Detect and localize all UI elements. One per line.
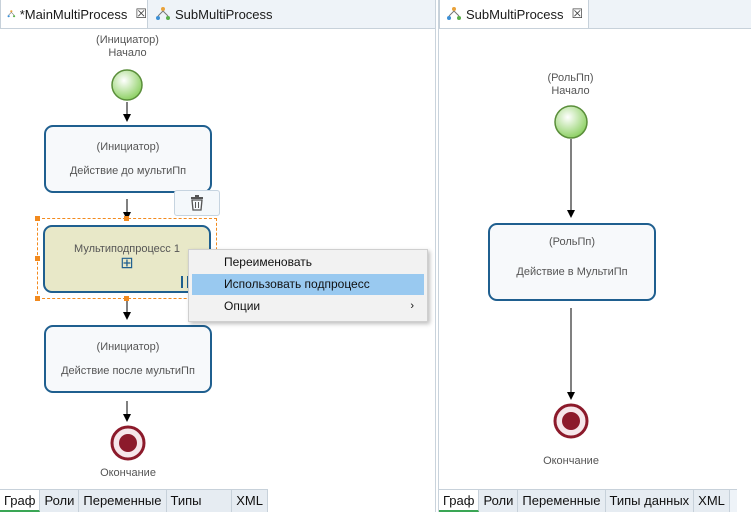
task-in-multi[interactable]: (РольПп) Действие в МультиПп <box>488 223 656 301</box>
tab-variables[interactable]: Переменные <box>79 490 167 512</box>
tab-variables[interactable]: Переменные <box>518 490 606 512</box>
node-role: (Инициатор) <box>96 141 160 153</box>
menu-item-use-subprocess[interactable]: Использовать подпроцесс <box>192 274 424 295</box>
start-event-label: (РольПп)Начало <box>547 72 594 97</box>
tab-label: SubMultiProcess <box>466 6 564 22</box>
close-icon[interactable]: ☒ <box>571 6 584 21</box>
tab-label: *MainMultiProcess <box>19 6 128 22</box>
tab-xml[interactable]: XML <box>694 490 730 512</box>
tab-main-multi-process[interactable]: *MainMultiProcess ☒ <box>0 0 148 28</box>
right-bottom-tabs: Граф Роли Переменные Типы данных XML <box>439 489 737 512</box>
process-icon <box>156 7 170 20</box>
node-role: (РольПп) <box>548 236 596 248</box>
left-tab-bar: *MainMultiProcess ☒ SubMultiProcess <box>0 0 435 29</box>
left-bottom-tabs: Граф Роли Переменные Типы данных XML <box>0 489 268 512</box>
node-label: Действие до мультиПп <box>69 165 187 177</box>
resize-handle[interactable] <box>35 216 40 221</box>
trash-icon <box>191 195 203 211</box>
context-menu: Переименовать Использовать подпроцесс Оп… <box>188 249 428 322</box>
end-event-label: Окончание <box>100 467 156 479</box>
menu-item-rename[interactable]: Переименовать <box>224 255 312 269</box>
menu-item-options[interactable]: Опции › <box>192 296 424 317</box>
right-tab-bar: SubMultiProcess ☒ <box>439 0 751 29</box>
resize-handle[interactable] <box>35 256 40 261</box>
process-icon <box>447 7 461 20</box>
end-event-label: Окончание <box>543 455 599 467</box>
flow-connectors <box>567 139 575 400</box>
delete-button[interactable] <box>174 190 220 216</box>
tab-graph[interactable]: Граф <box>439 490 480 512</box>
tab-data-types[interactable]: Типы данных <box>605 490 695 512</box>
multi-subprocess-node[interactable]: Мультиподпроцесс 1 ⊞ <box>43 225 211 293</box>
end-event[interactable] <box>110 425 146 461</box>
tab-data-types[interactable]: Типы данных <box>166 490 233 512</box>
task-before-multi[interactable]: (Инициатор) Действие до мультиПп <box>44 125 212 193</box>
tab-graph[interactable]: Граф <box>0 490 41 512</box>
node-label: Мультиподпроцесс 1 <box>74 243 180 255</box>
resize-handle[interactable] <box>124 216 129 221</box>
start-event[interactable] <box>553 104 589 140</box>
node-role: (Инициатор) <box>96 341 160 353</box>
tab-xml[interactable]: XML <box>232 490 268 512</box>
expand-icon[interactable]: ⊞ <box>120 255 134 272</box>
end-event[interactable] <box>553 403 589 439</box>
start-event-label: (Инициатор)Начало <box>96 34 159 59</box>
task-after-multi[interactable]: (Инициатор) Действие после мультиПп <box>44 325 212 393</box>
process-icon <box>7 10 16 18</box>
tab-sub-multi-process[interactable]: SubMultiProcess ☒ <box>439 0 589 28</box>
tab-sub-multi-process[interactable]: SubMultiProcess <box>149 0 279 28</box>
resize-handle[interactable] <box>35 296 40 301</box>
tab-label: SubMultiProcess <box>175 6 273 22</box>
node-label: Действие в МультиПп <box>516 266 628 278</box>
tab-roles[interactable]: Роли <box>479 490 519 512</box>
resize-handle[interactable] <box>124 296 129 301</box>
tab-roles[interactable]: Роли <box>40 490 80 512</box>
close-icon[interactable]: ☒ <box>135 6 147 21</box>
main-process-editor: *MainMultiProcess ☒ SubMultiProcess (Ини… <box>0 0 436 512</box>
chevron-right-icon: › <box>410 300 414 312</box>
sub-process-editor: SubMultiProcess ☒ (РольПп)Начало (РольПп… <box>438 0 751 512</box>
flow-connectors <box>123 102 131 422</box>
menu-item-label: Опции <box>224 299 261 313</box>
start-event[interactable] <box>110 68 144 102</box>
node-label: Действие после мультиПп <box>61 365 195 377</box>
